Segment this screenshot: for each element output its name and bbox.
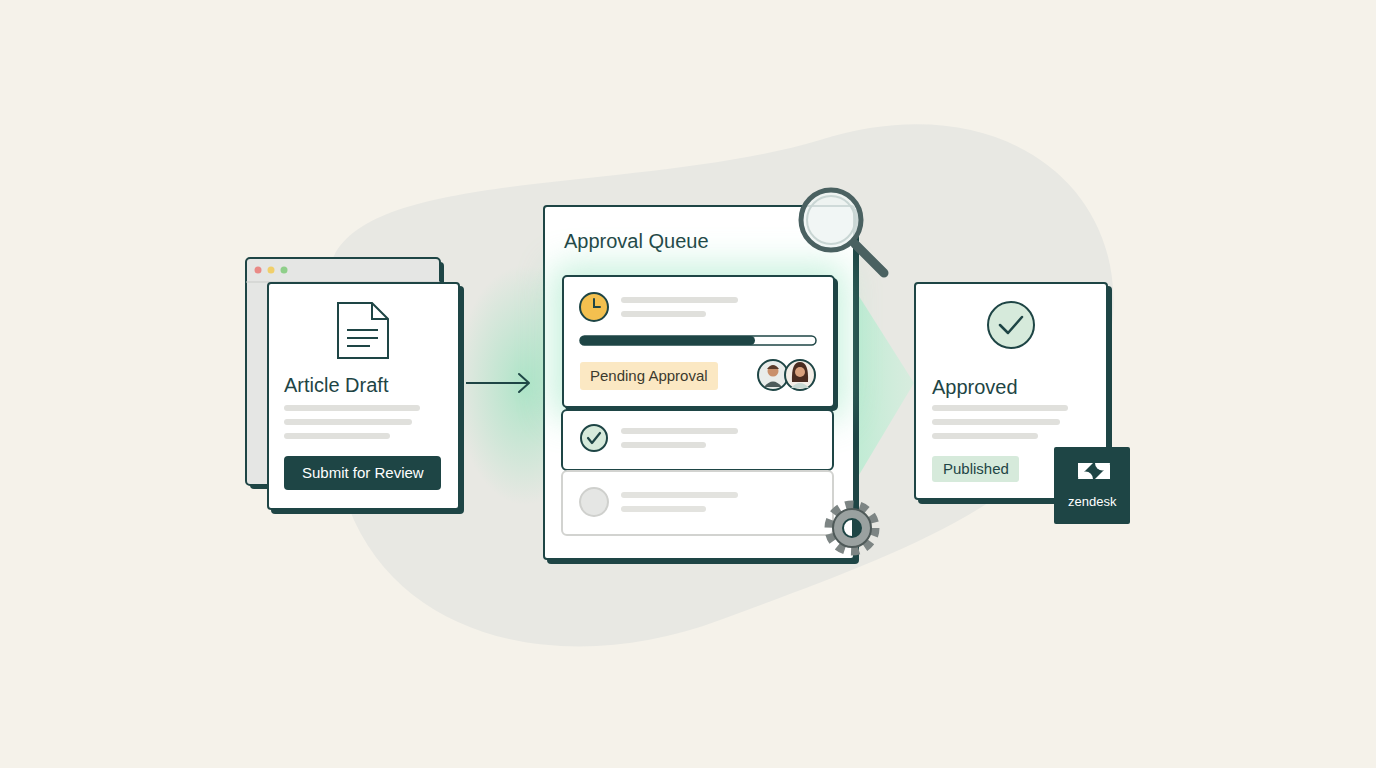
node-label: Approved bbox=[932, 375, 1018, 399]
submit-button: Submit for Review bbox=[284, 456, 441, 490]
pending-item: Pending Approval bbox=[562, 275, 835, 408]
zendesk-badge: zendesk bbox=[1054, 447, 1130, 524]
node-label: Article Draft bbox=[284, 373, 388, 397]
flow-glow bbox=[850, 282, 914, 490]
flow-arrow-part bbox=[519, 374, 529, 392]
browser-window-part bbox=[255, 267, 262, 274]
queue-panel: Approval QueuePending Approval bbox=[543, 205, 855, 560]
node-label: Submit for Review bbox=[302, 464, 424, 482]
node-label: Pending Approval bbox=[580, 362, 718, 390]
magnifier-icon-part bbox=[855, 244, 884, 273]
flow-arrow-part bbox=[466, 382, 529, 384]
flow-arrow bbox=[466, 374, 529, 392]
node-label: Published bbox=[943, 460, 1009, 478]
draft-card: Article DraftSubmit for Review bbox=[267, 282, 460, 510]
node-label: zendesk bbox=[1068, 494, 1116, 510]
published-tag: Published bbox=[932, 456, 1019, 482]
node-label: Approval Queue bbox=[564, 229, 709, 253]
browser-window-part bbox=[268, 267, 275, 274]
browser-window-part bbox=[281, 267, 288, 274]
